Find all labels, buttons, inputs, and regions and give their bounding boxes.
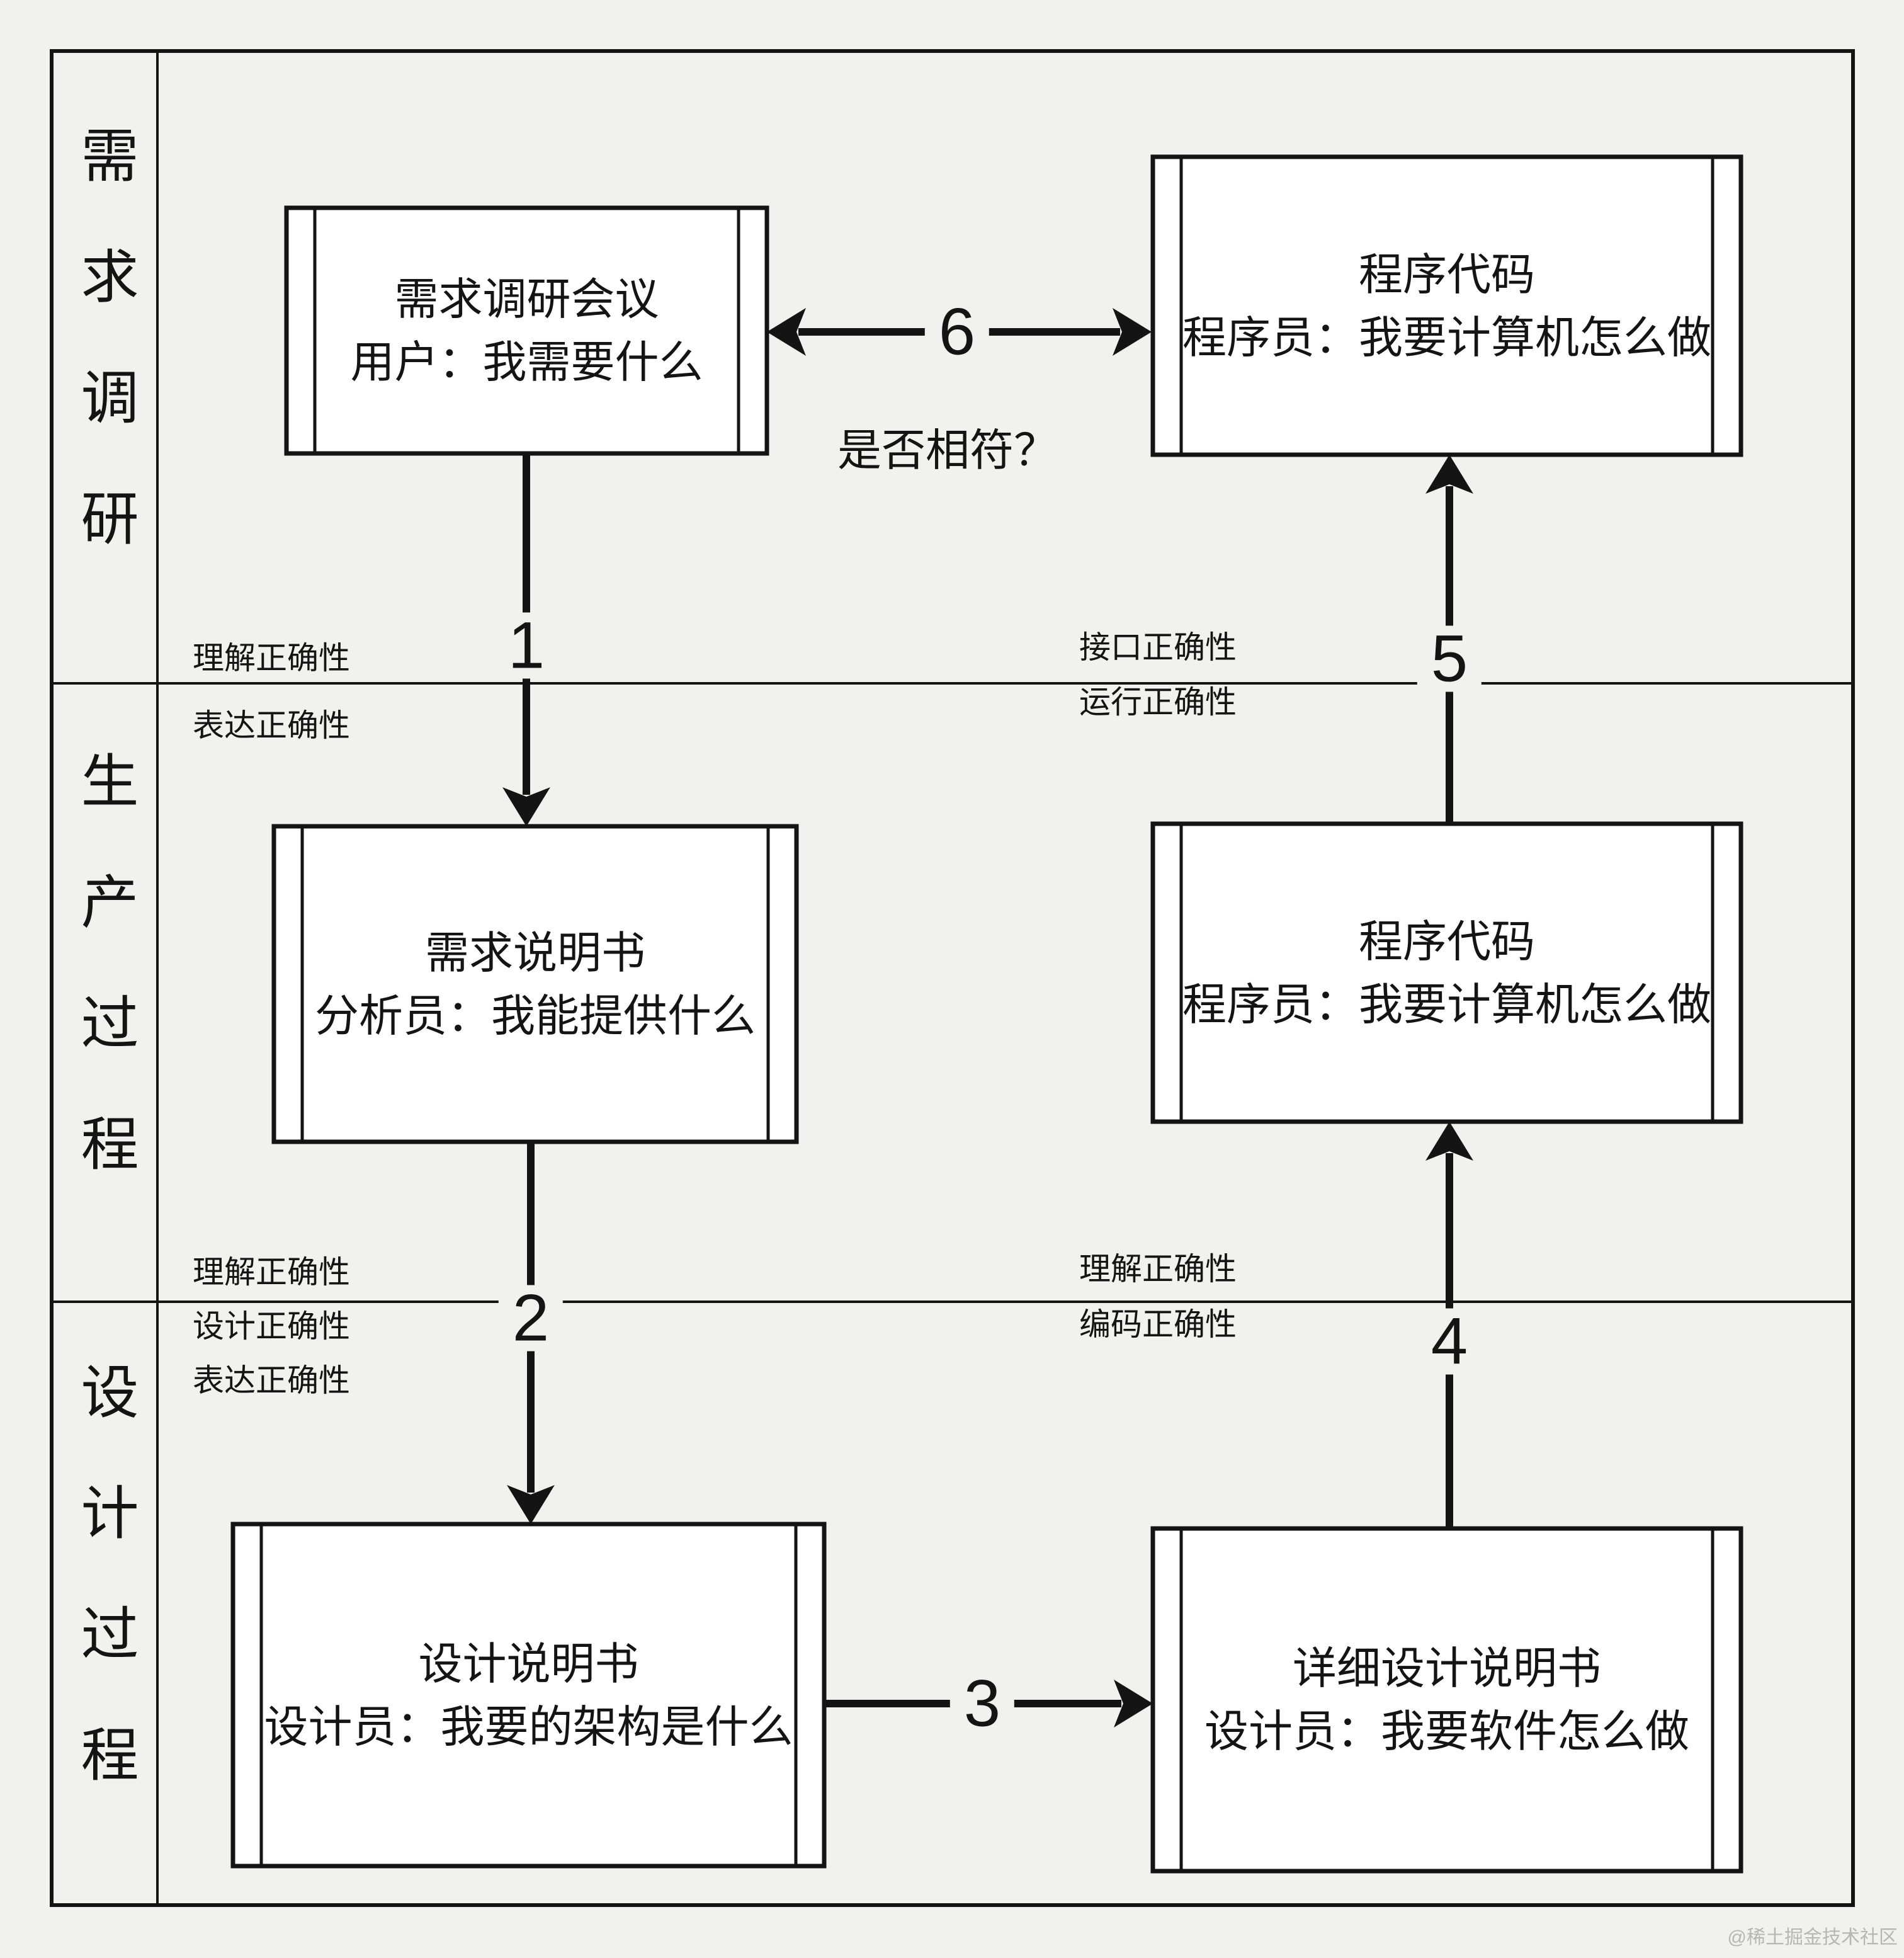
lane-band-design: 设计过程 <box>52 1302 157 1905</box>
arrow-1-head-down <box>502 787 550 826</box>
detailed-design-spec-title: 详细设计说明书 <box>1293 1644 1601 1693</box>
arrow-5-number: 5 <box>1417 625 1482 692</box>
program-code-top-box-shape <box>1150 154 1743 457</box>
arrow-2-head-down <box>507 1485 555 1524</box>
match-question-label: 是否相符？ <box>837 426 1058 475</box>
program-code-top-subtitle: 程序员：我要计算机怎么做 <box>1182 312 1711 362</box>
program-code-top-box: 程序代码 程序员：我要计算机怎么做 <box>1153 157 1741 455</box>
arrow-3-head-right <box>1114 1680 1153 1727</box>
detailed-design-spec-subtitle: 设计员：我要软件怎么做 <box>1204 1707 1689 1756</box>
outer-border <box>50 49 1855 1907</box>
design-spec-title: 设计说明书 <box>418 1639 639 1688</box>
lane-band-requirements: 需求调研 <box>52 51 157 683</box>
lane-band-production: 生产过程 <box>52 683 157 1302</box>
arrow-1-number: 1 <box>494 612 559 679</box>
meeting-box-subtitle: 用户：我需要什么 <box>350 338 703 387</box>
arrow-4-head-up <box>1425 1122 1473 1161</box>
design-spec-box-shape <box>230 1522 827 1869</box>
program-code-mid-box-shape <box>1150 821 1743 1124</box>
edge-label-left-top-below: 表达正确性 <box>193 708 350 743</box>
arrow-3-number: 3 <box>949 1670 1015 1737</box>
design-spec-box: 设计说明书 设计员：我要的架构是什么 <box>233 1524 824 1866</box>
detailed-design-spec-box-shape <box>1150 1526 1743 1874</box>
edge-label-left-bottom-below: 表达正确性 <box>193 1363 350 1398</box>
meeting-box: 需求调研会议 用户：我需要什么 <box>286 208 767 453</box>
lane-label-production: 生产过程 <box>72 751 137 1234</box>
program-code-mid-subtitle: 程序员：我要计算机怎么做 <box>1182 979 1711 1029</box>
requirement-spec-subtitle: 分析员：我能提供什么 <box>315 991 756 1040</box>
program-code-mid-title: 程序代码 <box>1359 916 1535 966</box>
program-code-mid-box: 程序代码 程序员：我要计算机怎么做 <box>1153 824 1741 1122</box>
arrow-4-number: 4 <box>1417 1308 1482 1375</box>
edge-label-right-top-below: 运行正确性 <box>1079 685 1237 720</box>
arrow-2-number: 2 <box>498 1285 564 1352</box>
meeting-box-shape <box>284 205 769 456</box>
edge-label-left-bottom-above: 理解正确性 <box>193 1255 350 1290</box>
watermark: @稀土掘金技术社区 <box>1727 1927 1898 1948</box>
requirement-spec-box-shape <box>271 824 799 1144</box>
requirement-spec-box: 需求说明书 分析员：我能提供什么 <box>274 826 796 1142</box>
edge-label-left-top-above: 理解正确性 <box>193 640 350 676</box>
edge-label-right-bottom-below: 编码正确性 <box>1079 1307 1237 1342</box>
arrow-6-number: 6 <box>924 299 990 365</box>
arrow-6-head-left <box>767 308 806 356</box>
edge-label-right-top-above: 接口正确性 <box>1079 630 1237 665</box>
edge-label-left-bottom-mid: 设计正确性 <box>193 1309 350 1344</box>
arrow-5-head-up <box>1425 455 1473 494</box>
lane-label-design: 设计过程 <box>72 1362 137 1845</box>
requirement-spec-title: 需求说明书 <box>425 928 645 977</box>
lane-label-requirements: 需求调研 <box>72 125 137 609</box>
arrow-6-head-right <box>1113 308 1152 356</box>
meeting-box-title: 需求调研会议 <box>394 275 659 324</box>
edge-label-right-bottom-above: 理解正确性 <box>1079 1251 1237 1287</box>
design-spec-subtitle: 设计员：我要的架构是什么 <box>264 1702 793 1751</box>
detailed-design-spec-box: 详细设计说明书 设计员：我要软件怎么做 <box>1153 1528 1741 1871</box>
program-code-top-title: 程序代码 <box>1359 249 1535 299</box>
